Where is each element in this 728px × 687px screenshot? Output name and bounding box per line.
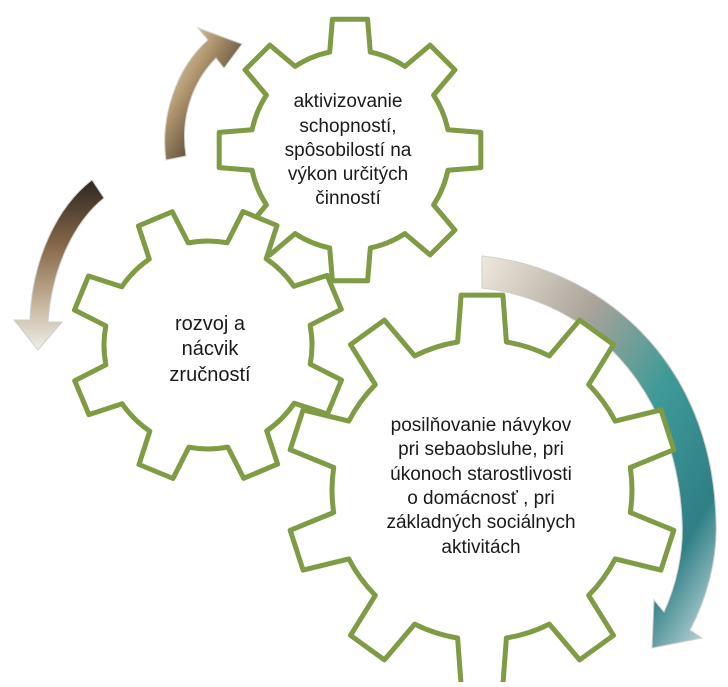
gear-top-label: aktivizovanie schopností, spôsobilostí n…: [268, 86, 428, 216]
gear-bottom-label: posilňovanie návykov pri sebaobsluhe, pr…: [356, 392, 606, 582]
left-curved-arrow: [14, 180, 104, 350]
curved-arrow-icon: [14, 180, 104, 350]
gear-left-label: rozvoj a nácvik zručností: [140, 300, 280, 400]
